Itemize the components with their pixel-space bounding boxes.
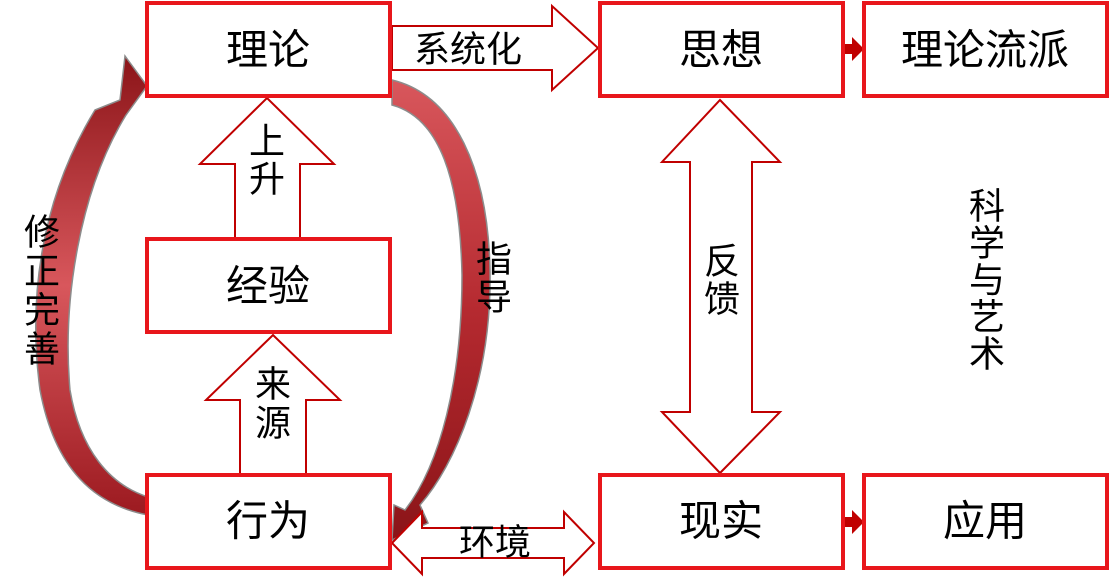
- theory-box: [145, 1, 392, 98]
- science-art-label-4: 艺: [969, 298, 1005, 339]
- revise-label-2: 正: [24, 252, 60, 293]
- systematize-label: 系统化: [414, 30, 522, 71]
- science-art-label-3: 与: [969, 261, 1005, 302]
- environment-arrow: [390, 509, 596, 577]
- reality-label: 现实: [679, 497, 763, 546]
- experience-label: 经验: [226, 262, 310, 311]
- rise-arrow: [197, 96, 337, 239]
- rise-label-2: 升: [249, 160, 285, 201]
- schools-label: 理论流派: [901, 26, 1069, 75]
- feedback-label-1: 反: [704, 242, 740, 283]
- guide-label-2: 导: [476, 278, 512, 319]
- revise-label-3: 完: [24, 291, 60, 332]
- science-art-label-5: 术: [969, 335, 1005, 376]
- rise-label-1: 上: [249, 122, 285, 163]
- action-box: [145, 473, 392, 570]
- science-art-label-1: 科: [969, 187, 1005, 228]
- source-arrow: [203, 333, 343, 475]
- systematize-arrow: [391, 3, 600, 93]
- science-art-label-2: 学: [969, 224, 1005, 265]
- experience-box: [145, 237, 392, 334]
- feedback-label-2: 馈: [704, 280, 740, 321]
- action-label: 行为: [226, 497, 310, 546]
- revise-label-4: 善: [24, 330, 60, 371]
- guide-label-1: 指: [476, 240, 512, 281]
- environment-label: 环境: [459, 523, 531, 564]
- thought-box: [598, 1, 845, 98]
- schools-small-arrow: [843, 37, 864, 61]
- thought-label: 思想: [679, 26, 763, 75]
- source-label-2: 源: [255, 404, 291, 445]
- reality-box: [598, 473, 845, 570]
- schools-box: [862, 1, 1109, 98]
- revise-curved-arrow: [35, 54, 149, 516]
- application-small-arrow: [843, 510, 864, 534]
- application-label: 应用: [943, 497, 1027, 546]
- revise-label-1: 修: [24, 213, 60, 254]
- application-box: [862, 473, 1109, 570]
- theory-label: 理论: [226, 26, 310, 75]
- source-label-1: 来: [255, 365, 291, 406]
